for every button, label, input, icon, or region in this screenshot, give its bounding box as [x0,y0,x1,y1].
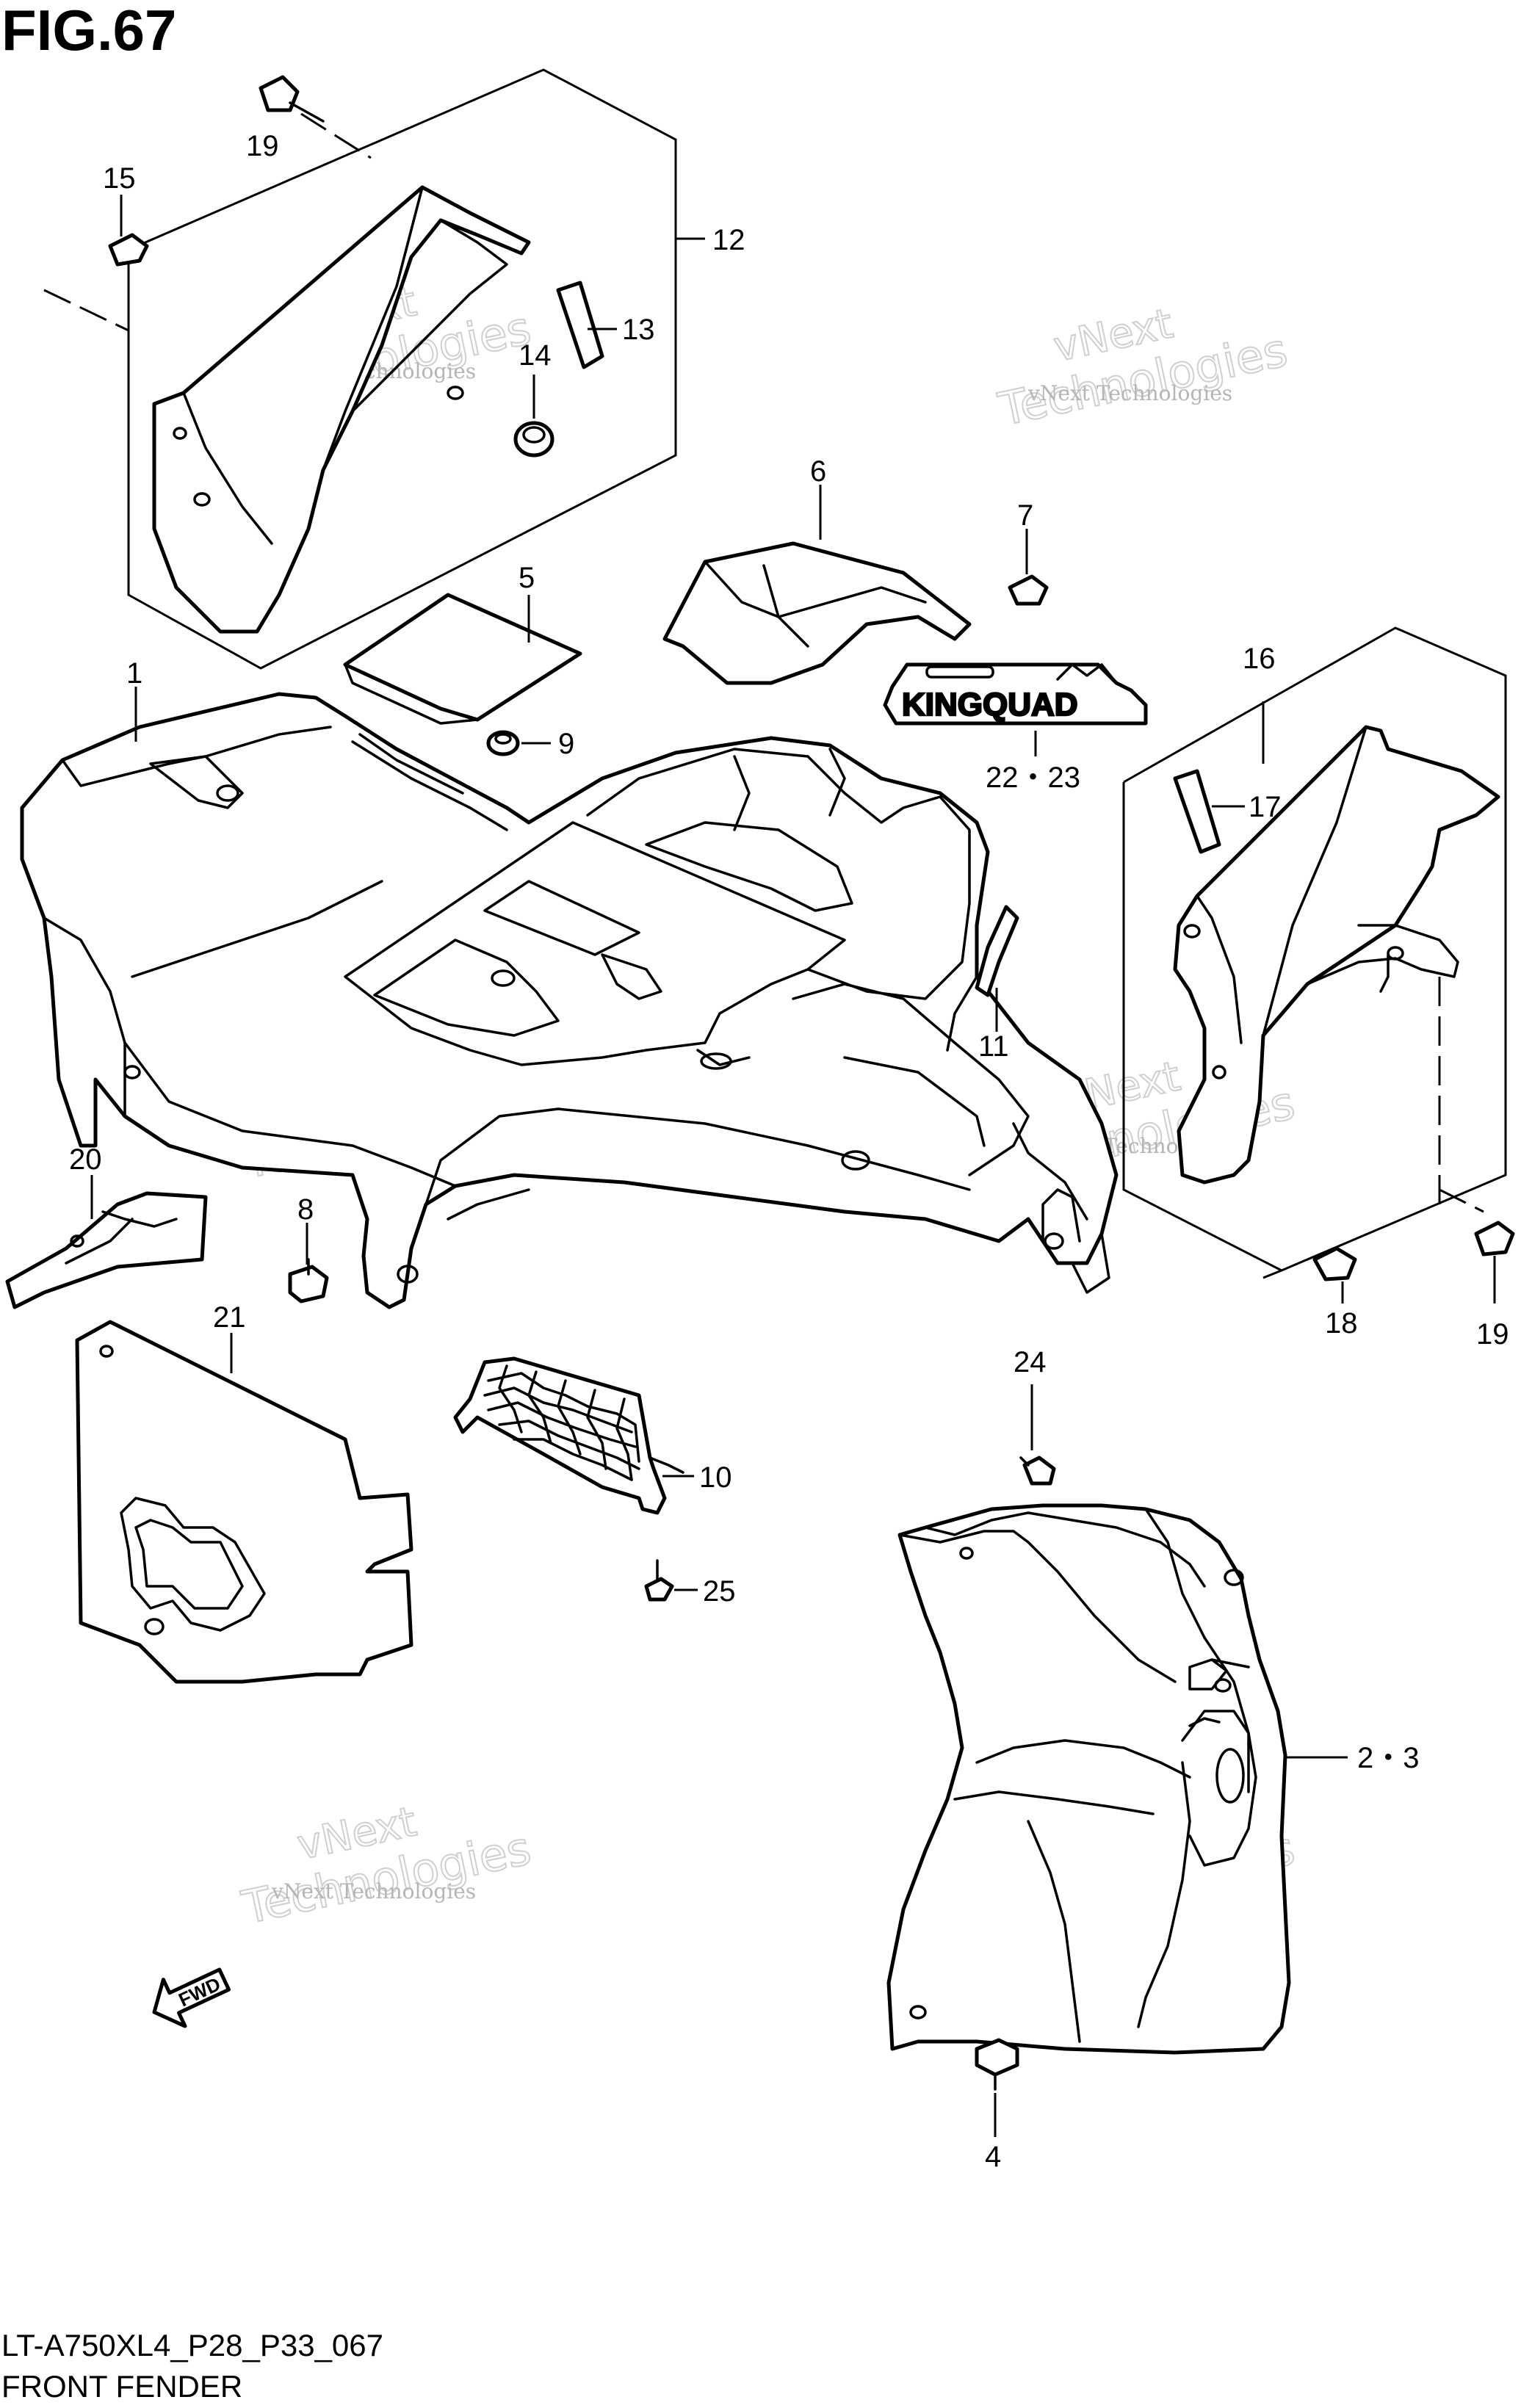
callout-16: 16 [1243,643,1276,675]
grommet-9 [486,730,551,756]
callout-13: 13 [622,314,655,346]
callout-22-23: 22・23 [986,762,1080,794]
callout-1: 1 [126,657,142,690]
strip-13 [556,281,604,369]
bolt-8 [288,1223,329,1304]
callout-14: 14 [519,339,552,372]
callout-11: 11 [978,1030,1009,1063]
callout-4: 4 [985,2141,1001,2173]
callout-20: 20 [69,1143,102,1176]
mesh-pattern [483,1364,640,1481]
callout-25: 25 [703,1575,736,1608]
front-fender-1 [20,687,1119,1309]
callout-7: 7 [1017,499,1033,532]
svg-text:vNext Technologies: vNext Technologies [1027,381,1232,405]
clip-18 [1312,1246,1357,1304]
mud-guard-2-3 [886,1503,1348,2055]
callout-5: 5 [519,562,535,594]
assembly-box-16 [1122,626,1507,1279]
clip-19-top [259,75,325,123]
emblem-22-23: KINGQUAD [883,662,1148,756]
callouts: 1 2・3 4 5 6 7 8 9 10 11 12 13 14 15 16 1… [69,130,1509,2173]
figure-code: LT-A750XL4_P28_P33_067 [1,2328,383,2362]
callout-18: 18 [1325,1307,1358,1339]
callout-24: 24 [1014,1346,1047,1378]
callout-15: 15 [103,162,136,195]
watermark-bottom-left: vNext Technologies vNext Technologies [236,1797,536,1935]
callout-10: 10 [699,1461,732,1494]
callout-12: 12 [712,224,745,256]
fwd-arrow: FWD [152,1967,231,2028]
callout-6: 6 [810,455,826,488]
screw-25 [644,1559,698,1602]
panel-21 [75,1320,413,1684]
bracket-20 [5,1175,208,1309]
inner-panel-right [1173,725,1500,1185]
strip-11 [975,905,1019,1032]
clip-15 [108,195,149,267]
callout-19-right: 19 [1476,1318,1509,1351]
watermark-top-right: vNext Technologies vNext Technologies [993,299,1293,437]
callout-17: 17 [1249,791,1282,823]
callout-21: 21 [213,1301,246,1334]
callout-19-top: 19 [246,130,279,162]
cover-plate-5 [343,593,582,725]
figure-name: FRONT FENDER [1,2369,242,2404]
assembly-box-12 [43,68,705,670]
callout-9: 9 [558,728,574,760]
inner-panel-left [152,185,531,634]
grommet-14 [513,375,554,458]
callout-2-3: 2・3 [1357,1742,1420,1774]
strip-17 [1173,769,1221,854]
callout-8: 8 [297,1193,314,1226]
mesh-grille-10 [453,1356,694,1515]
clip-19-right [1474,1221,1515,1304]
bolt-4 [975,2038,1019,2137]
clip-24 [1019,1384,1056,1486]
emblem-text: KINGQUAD [902,687,1078,723]
figure-number: FIG.67 [1,0,176,62]
svg-text:vNext Technologies: vNext Technologies [271,1879,476,1903]
clip-7 [1008,529,1049,606]
cover-6 [662,485,972,685]
